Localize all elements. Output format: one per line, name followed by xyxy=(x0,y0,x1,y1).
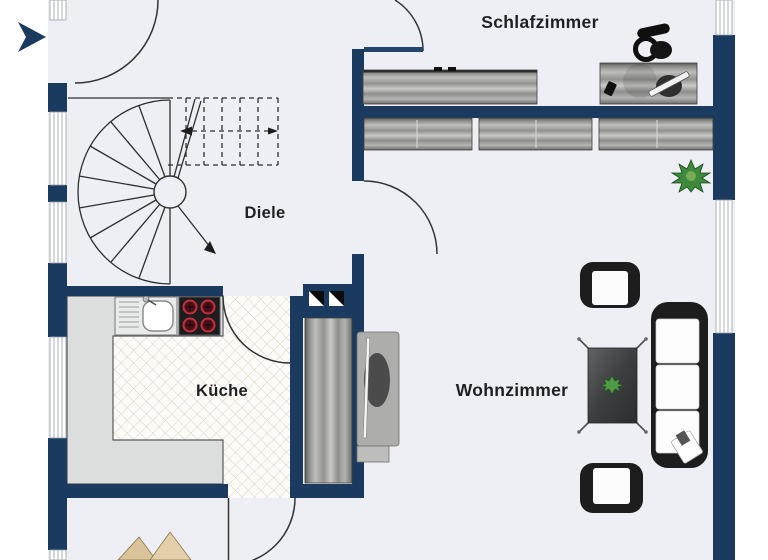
label-living: Wohnzimmer xyxy=(456,380,569,400)
phone xyxy=(603,81,617,96)
label-hall: Diele xyxy=(245,204,286,222)
wall-right-lower xyxy=(713,333,735,560)
north-arrow-icon xyxy=(18,22,46,52)
stair-run xyxy=(168,97,279,166)
wall-bedroom-south xyxy=(352,106,713,118)
armchair-bottom xyxy=(580,463,643,513)
laptop xyxy=(648,71,690,97)
bedroom-furniture xyxy=(362,23,698,105)
floor-plant xyxy=(670,159,712,193)
living-furniture xyxy=(304,117,714,513)
kitchen-sink xyxy=(114,295,178,336)
kitchen-stove xyxy=(178,296,221,336)
tv-unit xyxy=(356,331,400,463)
windows xyxy=(49,0,733,560)
armchair-top xyxy=(580,262,640,308)
label-kitchen: Küche xyxy=(196,382,248,400)
window-right-top xyxy=(715,0,733,36)
tan-object xyxy=(117,531,192,560)
window-left-2 xyxy=(49,201,67,264)
tv-screen xyxy=(362,337,371,439)
wall-left-3 xyxy=(48,263,67,337)
door-arc-top-left xyxy=(74,0,159,84)
coffee-table xyxy=(577,337,648,434)
door-arc-kitchen xyxy=(222,295,291,364)
door-arc-living xyxy=(363,180,438,255)
stair-run-arrow-right xyxy=(268,127,278,135)
office-chair xyxy=(633,23,672,62)
wall-left-1 xyxy=(48,83,67,112)
wall-right-upper xyxy=(713,35,735,200)
tall-cabinet xyxy=(304,317,353,484)
wall-kitchen-top xyxy=(48,286,223,296)
window-left-4 xyxy=(49,549,67,560)
wall-bottom-right xyxy=(295,484,364,498)
dresser-handle xyxy=(448,67,456,71)
sideboard-row xyxy=(363,117,714,151)
dresser xyxy=(362,67,538,105)
window-right-mid xyxy=(715,199,733,334)
sofa xyxy=(651,302,708,468)
spiral-staircase xyxy=(68,97,216,285)
dresser-handle xyxy=(434,67,442,71)
doors xyxy=(74,0,438,560)
door-arc-bottom xyxy=(251,497,296,560)
outside-margin-left xyxy=(0,0,48,560)
outside-margin-right xyxy=(735,0,768,560)
stair-run-arrow-left xyxy=(180,126,192,136)
window-left-1 xyxy=(49,111,67,186)
window-left-3 xyxy=(49,336,67,439)
stair-direction-arrow xyxy=(204,241,216,254)
wall-left-2 xyxy=(48,185,67,202)
wall-kitchen-right xyxy=(290,296,303,498)
label-bedroom: Schlafzimmer xyxy=(481,12,598,32)
desk xyxy=(599,62,698,105)
door-arc-bedroom xyxy=(394,0,424,52)
window-left-top xyxy=(49,0,67,21)
shaft-hatch xyxy=(309,291,344,306)
table-plant xyxy=(599,375,625,395)
door-leaf-bedroom xyxy=(364,47,423,52)
wall-bottom-left xyxy=(48,484,228,498)
